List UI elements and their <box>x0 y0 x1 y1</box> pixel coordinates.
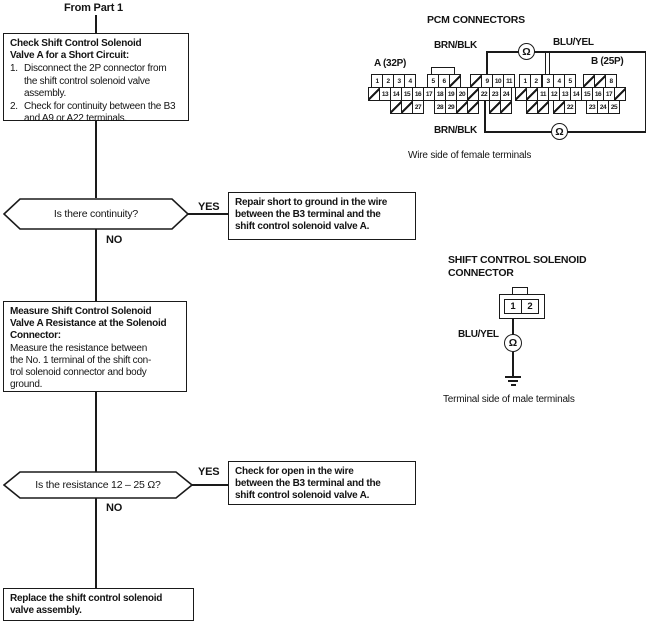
measure-resistance-body: Measure the resistance between the No. 1… <box>10 342 152 391</box>
pin-cell-unused <box>553 100 565 114</box>
check-short-circuit-title: Check Shift Control Solenoid Valve A for… <box>10 38 142 62</box>
connector-a-label: A (32P) <box>374 58 406 69</box>
no-label: NO <box>106 502 123 514</box>
solenoid-connector-title: SHIFT CONTROL SOLENOID CONNECTOR <box>448 254 587 280</box>
pin-cell-unused <box>515 87 527 101</box>
measure-resistance-title: Measure Shift Control Solenoid Valve A R… <box>10 306 167 342</box>
ground-icon <box>505 376 521 378</box>
list-item-number: 1. <box>10 63 18 75</box>
pin-cell-unused <box>467 100 479 114</box>
connector-line <box>95 120 97 198</box>
probe-line <box>545 51 547 74</box>
connector-line <box>188 213 228 215</box>
from-part-1-label: From Part 1 <box>64 2 123 14</box>
pin-cell-11: 11 <box>503 74 515 88</box>
list-item-text: Check for continuity between the B3 and … <box>24 100 176 125</box>
test-wire-a22 <box>484 100 486 131</box>
yes-label: YES <box>198 466 220 478</box>
connector-line <box>95 229 97 302</box>
connector-b-label: B (25P) <box>591 56 624 67</box>
decision-continuity-question: Is there continuity? <box>53 208 139 220</box>
connector-line <box>95 391 97 472</box>
list-item: 2. Check for continuity between the B3 a… <box>10 101 182 125</box>
decision-continuity: Is there continuity? <box>2 198 190 230</box>
replace-solenoid-box: Replace the shift control solenoid valve… <box>3 588 194 621</box>
decision-resistance: Is the resistance 12 – 25 Ω? <box>2 471 194 499</box>
list-item-number: 2. <box>10 100 18 112</box>
wire-label-brnblk-top: BRN/BLK <box>434 40 477 51</box>
pin-cell-5: 5 <box>564 74 576 88</box>
connector-line <box>95 15 97 33</box>
solenoid-test-wire <box>512 352 514 376</box>
pin-cell-unused <box>594 74 606 88</box>
pin-cell-4: 4 <box>404 74 416 88</box>
test-wire-a9 <box>486 51 488 74</box>
pin-cell-unused <box>614 87 626 101</box>
wire-label-bluyel: BLU/YEL <box>553 37 594 48</box>
decision-resistance-question: Is the resistance 12 – 25 Ω? <box>35 479 161 491</box>
yes-label: YES <box>198 201 220 213</box>
ohmmeter-icon: Ω <box>518 43 535 60</box>
ground-icon <box>510 384 516 386</box>
pin-cell-unused <box>368 87 380 101</box>
pin-cell-unused <box>449 74 461 88</box>
ohmmeter-icon: Ω <box>504 334 522 352</box>
check-open-box: Check for open in the wire between the B… <box>228 461 416 505</box>
wire-label-brnblk-bottom: BRN/BLK <box>434 125 477 136</box>
connector-line <box>192 484 228 486</box>
wire-side-caption: Wire side of female terminals <box>408 150 532 161</box>
solenoid-test-wire <box>512 319 514 335</box>
terminal-side-caption: Terminal side of male terminals <box>443 394 575 405</box>
repair-short-box: Repair short to ground in the wire betwe… <box>228 192 416 240</box>
check-short-circuit-box: Check Shift Control Solenoid Valve A for… <box>3 33 189 124</box>
pin-cell-25: 25 <box>608 100 620 114</box>
test-wire <box>486 51 646 53</box>
pin-cell-24: 24 <box>597 100 609 114</box>
list-item-text: Disconnect the 2P connector from the shi… <box>24 63 167 99</box>
no-label: NO <box>106 234 123 246</box>
pcm-connectors-title: PCM CONNECTORS <box>427 14 525 26</box>
test-wire <box>644 51 646 132</box>
ohmmeter-icon: Ω <box>551 123 568 140</box>
pin-cell-22: 22 <box>564 100 576 114</box>
pin-cell-unused <box>537 100 549 114</box>
ground-icon <box>508 380 518 382</box>
measure-resistance-box: Measure Shift Control Solenoid Valve A R… <box>3 301 187 392</box>
solenoid-pin-2: 2 <box>521 299 539 314</box>
list-item: 1. Disconnect the 2P connector from the … <box>10 63 182 100</box>
pin-cell-24: 24 <box>500 87 512 101</box>
pin-cell-8: 8 <box>605 74 617 88</box>
connector-line <box>95 498 97 589</box>
pin-cell-27: 27 <box>412 100 424 114</box>
solenoid-pin-1: 1 <box>504 299 522 314</box>
pin-cell-unused <box>526 87 538 101</box>
probe-line <box>549 51 551 74</box>
wire-label-bluyel-solenoid: BLU/YEL <box>458 329 499 340</box>
pin-cell-unused <box>489 100 501 114</box>
pin-cell-unused <box>456 100 468 114</box>
pin-cell-unused <box>500 100 512 114</box>
pin-cell-2: 2 <box>530 74 542 88</box>
